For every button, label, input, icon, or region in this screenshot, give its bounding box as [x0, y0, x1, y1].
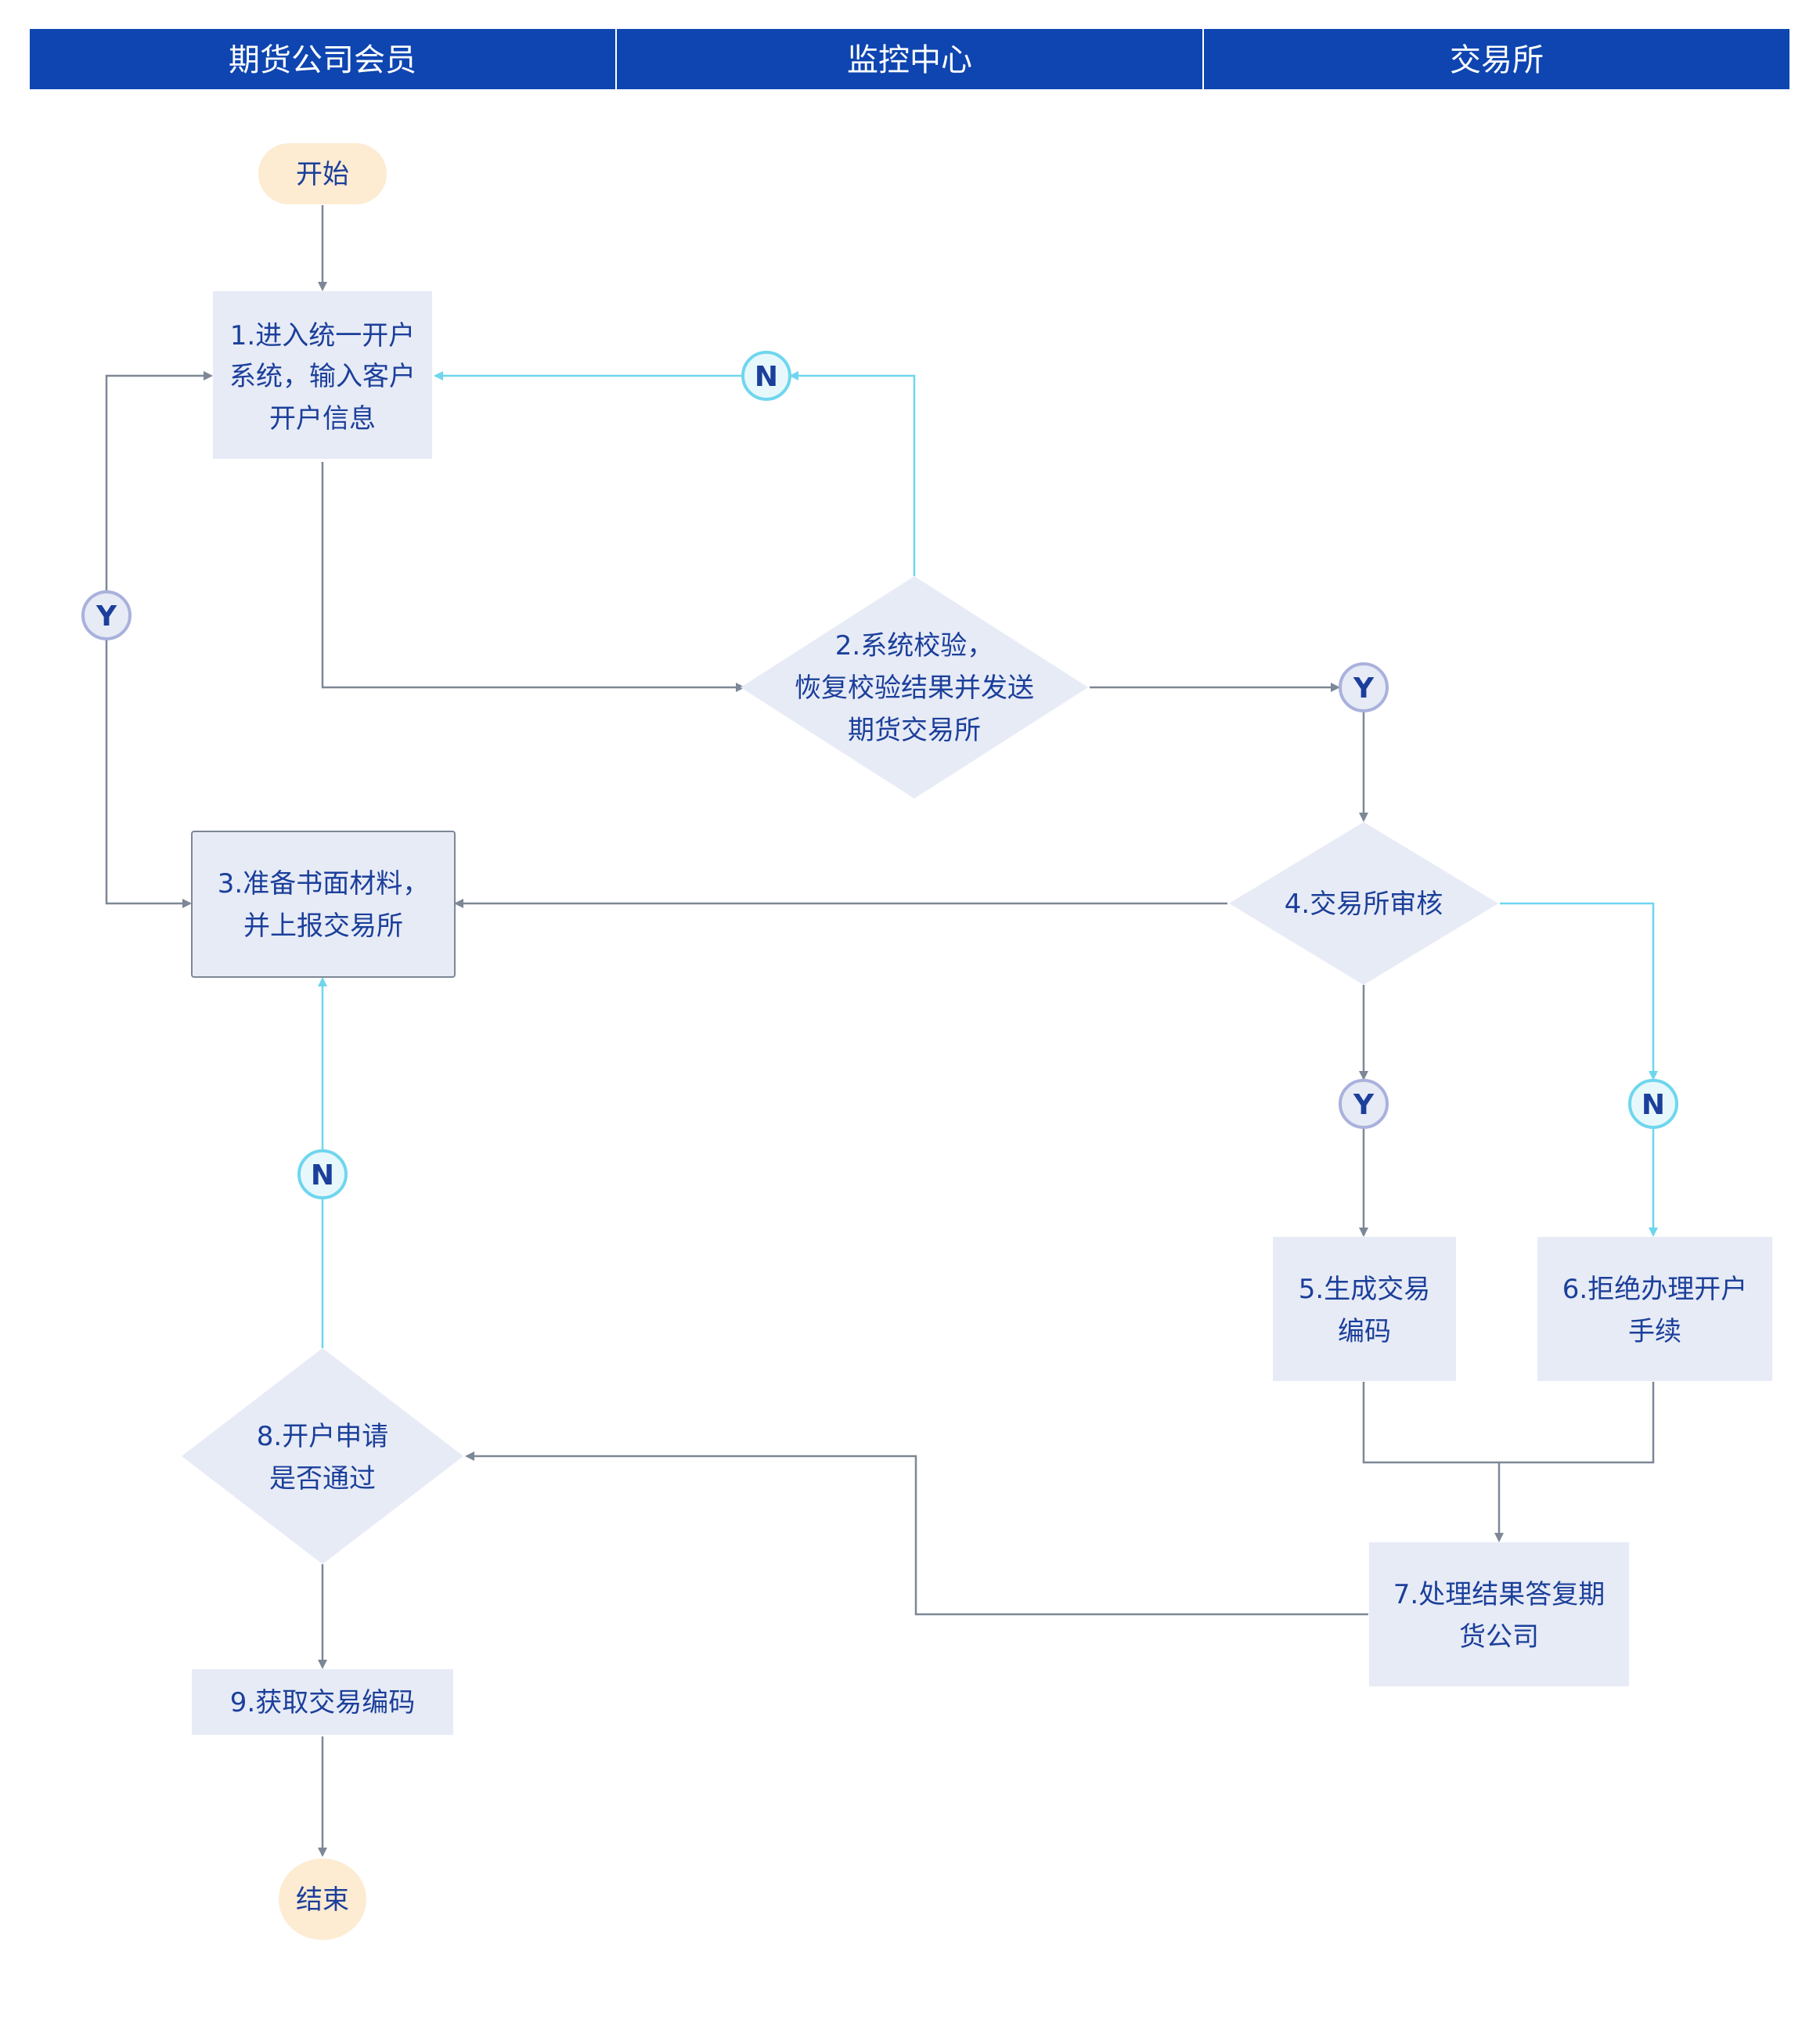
terminal-start: 开始: [258, 143, 387, 204]
node-6-line-2: 手续: [1628, 1316, 1681, 1347]
node-1-line-3: 开户信息: [269, 403, 376, 434]
node-6-line-1: 6.拒绝办理开户: [1562, 1274, 1747, 1305]
node-5-generate-code: 5.生成交易 编码: [1273, 1237, 1456, 1381]
edge-n1-to-n2: [321, 462, 745, 692]
decision-4-line-1: 4.交易所审核: [1285, 889, 1443, 920]
node-9-get-code: 9.获取交易编码: [192, 1669, 453, 1735]
decision-2-line-3: 期货交易所: [848, 715, 981, 746]
start-label: 开始: [296, 159, 349, 190]
lane-title-monitor: 监控中心: [847, 42, 972, 78]
edge-y-to-n3: [105, 641, 192, 908]
decision-2-line-2: 恢复校验结果并发送: [795, 672, 1034, 704]
node-9-line-1: 9.获取交易编码: [230, 1687, 415, 1718]
lane-header-member: [30, 29, 615, 89]
decision-4-exchange-review: 4.交易所审核: [1229, 822, 1498, 985]
decision-8-line-2: 是否通过: [269, 1463, 376, 1495]
decision-2-line-1: 2.系统校验，: [835, 630, 993, 662]
node-6-reject: 6.拒绝办理开户 手续: [1537, 1237, 1772, 1381]
decision-8-application-passed: 8.开户申请 是否通过: [182, 1348, 463, 1564]
node-5-line-1: 5.生成交易: [1299, 1274, 1430, 1305]
lane-header-monitor: [617, 29, 1202, 89]
badge-no-review-label: N: [1642, 1089, 1665, 1121]
badge-yes-review: Y: [1339, 1079, 1389, 1129]
badge-yes-after-check: Y: [1339, 662, 1389, 712]
swimlane-header: 期货公司会员 监控中心 交易所: [30, 29, 1789, 89]
badge-no-application: N: [297, 1149, 348, 1199]
connectors-cyan: [318, 371, 1658, 1348]
badge-no-top: N: [741, 351, 791, 401]
edge-n2-to-no: [789, 371, 916, 576]
lane-title-exchange: 交易所: [1450, 42, 1544, 78]
node-5-line-2: 编码: [1338, 1316, 1391, 1347]
node-1-line-2: 系统，输入客户: [229, 361, 416, 392]
node-7-reply-result: 7.处理结果答复期 货公司: [1369, 1542, 1629, 1686]
node-7-line-2: 货公司: [1459, 1621, 1539, 1653]
edge-n5-to-merge: [1362, 1382, 1655, 1464]
node-7-line-1: 7.处理结果答复期: [1393, 1579, 1605, 1610]
badge-yes-after-check-label: Y: [1353, 672, 1375, 705]
edge-y-to-n1: [105, 371, 213, 641]
badge-no-review: N: [1628, 1079, 1678, 1129]
edge-n7-to-n8: [465, 1451, 1368, 1616]
end-label: 结束: [296, 1884, 349, 1916]
connectors-gray: [105, 205, 1655, 1857]
node-3-line-1: 3.准备书面材料，: [218, 868, 429, 900]
badge-no-top-label: N: [755, 361, 778, 393]
decision-8-line-1: 8.开户申请: [257, 1421, 388, 1452]
badge-yes-review-label: Y: [1353, 1089, 1375, 1121]
node-3-line-2: 并上报交易所: [243, 910, 403, 942]
badge-yes-left: Y: [81, 590, 132, 640]
node-1-line-1: 1.进入统一开户: [230, 320, 415, 352]
lane-header-exchange: [1204, 29, 1789, 89]
node-3-prepare-materials: 3.准备书面材料， 并上报交易所: [191, 831, 456, 978]
terminal-end: 结束: [279, 1859, 366, 1940]
lane-title-member: 期货公司会员: [229, 42, 416, 78]
node-1-enter-system: 1.进入统一开户 系统，输入客户 开户信息: [213, 291, 432, 459]
decision-2-system-check: 2.系统校验， 恢复校验结果并发送 期货交易所: [741, 576, 1088, 799]
badge-yes-left-label: Y: [96, 600, 117, 633]
edge-n4-to-no: [1500, 902, 1658, 1080]
badge-no-application-label: N: [311, 1159, 334, 1192]
